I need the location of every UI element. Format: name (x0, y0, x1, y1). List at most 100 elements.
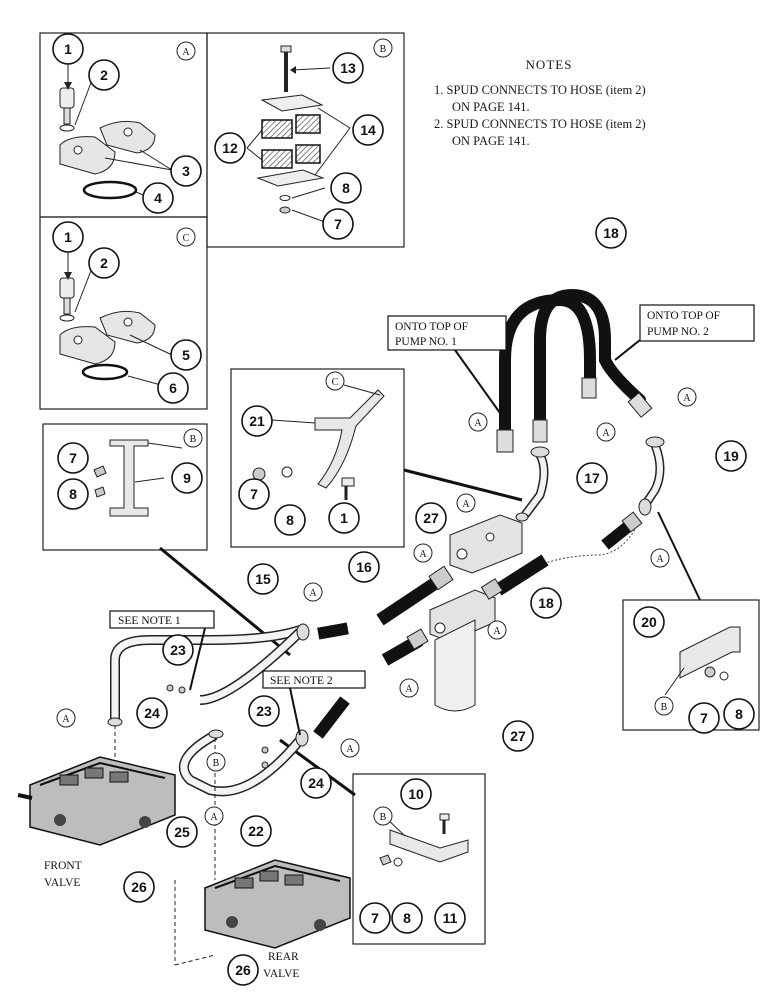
part-number: 7 (700, 710, 708, 726)
rear-valve-26 (204, 859, 351, 949)
letter-bubble: A (340, 738, 360, 758)
detail-letter-a: A (182, 47, 190, 58)
svg-text:PUMP NO. 2: PUMP NO. 2 (647, 326, 709, 338)
detail-box-21 (230, 368, 405, 548)
letter-bubble: A (487, 620, 507, 640)
callout-pump-2: ONTO TOP OF PUMP NO. 2 (614, 304, 755, 361)
part-bubble: 8 (57, 478, 89, 510)
part-number: 8 (69, 486, 77, 502)
callout-pump-1: ONTO TOP OF PUMP NO. 1 (387, 315, 507, 421)
part-number: 26 (235, 962, 251, 978)
letter-label: C (332, 377, 339, 388)
part-bubble: 3 (170, 155, 202, 187)
letter-label: A (210, 812, 218, 823)
letter-bubble: A (413, 543, 433, 563)
part-bubble: 7 (322, 208, 354, 240)
letter-label: A (474, 418, 482, 429)
callout-see-note-1: SEE NOTE 1 (109, 610, 215, 691)
dashed-guides (114, 725, 216, 966)
part-bubble: 22 (240, 815, 272, 847)
svg-text:SEE NOTE 1: SEE NOTE 1 (118, 615, 181, 627)
rear-valve-label-2: VALVE (263, 968, 299, 980)
letter-label: A (493, 626, 501, 637)
svg-text:PUMP NO. 1: PUMP NO. 1 (395, 336, 457, 348)
front-valve-label-2: VALVE (44, 877, 80, 889)
part-number: 12 (222, 140, 238, 156)
part-number: 27 (423, 510, 439, 526)
svg-text:ONTO TOP OF: ONTO TOP OF (647, 310, 720, 322)
part-bubble: 6 (157, 372, 189, 404)
letter-bubble: B (654, 696, 674, 716)
letter-bubble: B (183, 428, 203, 448)
detail-box-11 (352, 773, 486, 945)
part-number: 13 (340, 60, 356, 76)
part-number: 25 (174, 824, 190, 840)
part-bubble: 8 (330, 172, 362, 204)
front-valve-26 (17, 756, 176, 846)
part-bubble: 1 (328, 502, 360, 534)
part-bubble: 7 (359, 902, 391, 934)
part-bubble: 15 (247, 563, 279, 595)
part-number: 17 (584, 470, 600, 486)
letter-label: B (213, 758, 220, 769)
part-number: 11 (443, 910, 458, 926)
letter-bubble: B (373, 806, 393, 826)
tube-22 (178, 696, 350, 797)
letter-label: B (190, 434, 197, 445)
filter-27-lower (429, 589, 496, 712)
part-bubble: 8 (274, 504, 306, 536)
part-number: 1 (64, 229, 72, 245)
detail-box-c: C (39, 216, 208, 410)
callout-see-note-2: SEE NOTE 2 (262, 670, 366, 736)
part-number: 27 (510, 728, 526, 744)
part-number: 21 (249, 413, 265, 429)
note-1-line-2: ON PAGE 141. (452, 100, 530, 114)
letter-bubble: A (204, 806, 224, 826)
letter-label: A (462, 499, 470, 510)
part-number: 2 (100, 67, 108, 83)
note-1-line-1: 1. SPUD CONNECTS TO HOSE (item 2) (434, 83, 646, 97)
part-bubble: 8 (391, 902, 423, 934)
part-number: 16 (356, 559, 372, 575)
part-bubble: 1 (52, 221, 84, 253)
part-number: 22 (248, 823, 264, 839)
svg-text:ONTO TOP OF: ONTO TOP OF (395, 321, 468, 333)
part-bubble: 20 (633, 606, 665, 638)
letter-bubble: A (399, 678, 419, 698)
tube-17 (515, 446, 550, 522)
part-bubble: 18 (530, 587, 562, 619)
part-bubble: 4 (142, 182, 174, 214)
part-number: 6 (169, 380, 177, 396)
part-bubble: 21 (241, 405, 273, 437)
hose-18-lower (480, 554, 549, 600)
part-bubble: 5 (170, 339, 202, 371)
part-number: 24 (308, 775, 324, 791)
part-bubble: 19 (715, 440, 747, 472)
part-bubble: 12 (214, 132, 246, 164)
filter-27-upper (449, 514, 523, 574)
letter-label: B (661, 702, 668, 713)
part-number: 4 (154, 190, 162, 206)
part-number: 7 (69, 450, 77, 466)
part-number: 8 (403, 910, 411, 926)
letter-label: A (405, 684, 413, 695)
part-number: 1 (340, 510, 348, 526)
part-bubble: 7 (238, 478, 270, 510)
part-bubble: 1 (52, 33, 84, 65)
letter-label: A (683, 393, 691, 404)
part-bubble: 24 (300, 767, 332, 799)
front-valve-label-1: FRONT (44, 860, 82, 872)
part-number: 8 (735, 706, 743, 722)
part-bubble: 11 (434, 902, 466, 934)
letter-label: A (346, 744, 354, 755)
part-number: 7 (250, 486, 258, 502)
detail-box-b: B (206, 32, 405, 248)
note-2-line-2: ON PAGE 141. (452, 134, 530, 148)
part-number: 18 (538, 595, 554, 611)
part-number: 8 (342, 180, 350, 196)
part-bubble: 24 (136, 697, 168, 729)
part-bubble: 8 (723, 698, 755, 730)
detail-box-9 (42, 423, 208, 551)
part-bubble: 26 (123, 871, 155, 903)
